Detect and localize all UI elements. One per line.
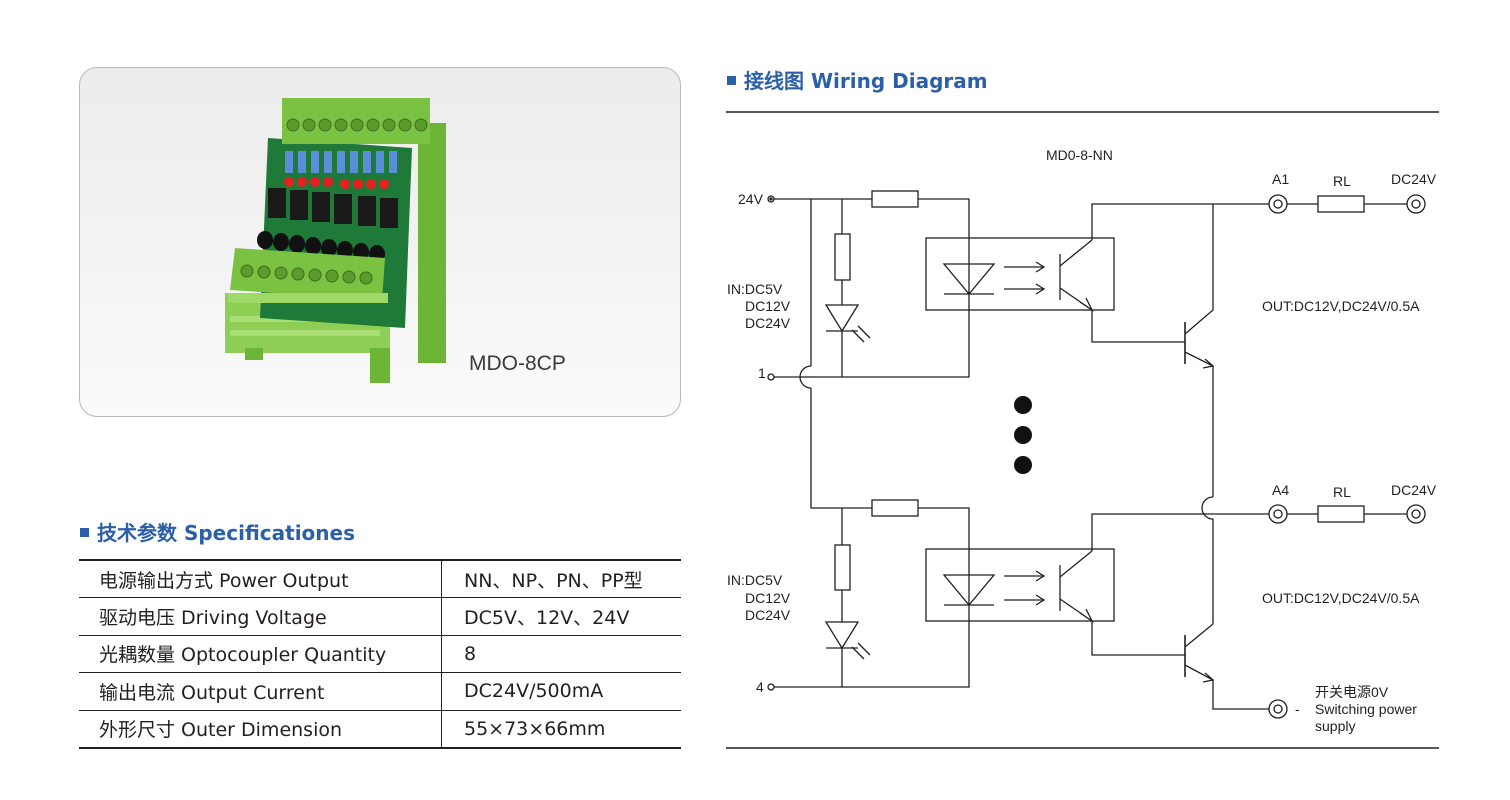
terminal-4 bbox=[767, 683, 775, 691]
ch4-output-rating: OUT:DC12V,DC24V/0.5A bbox=[1262, 590, 1420, 606]
led-row bbox=[284, 177, 389, 189]
terminal-a4 bbox=[1268, 504, 1288, 524]
ellipsis-dot bbox=[1014, 456, 1032, 474]
ch1-input-voltage-3: DC24V bbox=[745, 315, 791, 331]
ch4-load-label: RL bbox=[1333, 484, 1351, 500]
ch1-load-supply-terminal bbox=[1406, 194, 1426, 214]
table-row: 输出电流 Output Current DC24V/500mA bbox=[79, 672, 681, 711]
table-row: 光耦数量 Optocoupler Quantity 8 bbox=[79, 635, 681, 674]
ellipsis-dot bbox=[1014, 396, 1032, 414]
ground-label-en-1: Switching power bbox=[1315, 701, 1417, 717]
ch4-input-voltage-2: DC12V bbox=[745, 590, 791, 606]
optocoupler-row bbox=[268, 188, 398, 228]
input-supply-label: 24V bbox=[738, 191, 764, 207]
ch4-load bbox=[1317, 505, 1365, 523]
ch1-input-voltage-1: IN:DC5V bbox=[727, 281, 783, 297]
ch1-load-label: RL bbox=[1333, 173, 1351, 189]
param-value: 8 bbox=[441, 635, 681, 674]
ch4-input-terminal: 4 bbox=[756, 679, 764, 695]
terminal-1 bbox=[767, 373, 775, 381]
ground-sign: - bbox=[1295, 701, 1300, 717]
ground-label-en-2: supply bbox=[1315, 718, 1355, 734]
param-value: 55×73×66mm bbox=[441, 710, 681, 749]
ch4-input-voltage-3: DC24V bbox=[745, 607, 791, 623]
specifications-table: 电源输出方式 Power Output NN、NP、PN、PP型 驱动电压 Dr… bbox=[79, 559, 681, 749]
specifications-heading: 技术参数 Specificationes bbox=[80, 517, 355, 546]
table-row: 驱动电压 Driving Voltage DC5V、12V、24V bbox=[79, 597, 681, 636]
ch4-optocoupler bbox=[925, 548, 1115, 622]
param-value: DC5V、12V、24V bbox=[441, 597, 681, 636]
ch1-load bbox=[1317, 195, 1365, 213]
param-value: DC24V/500mA bbox=[441, 672, 681, 711]
ground-label-cn: 开关电源0V bbox=[1315, 684, 1389, 700]
resistor-row bbox=[285, 151, 397, 173]
wiring-heading: 接线图 Wiring Diagram bbox=[727, 65, 988, 94]
din-rail-clip bbox=[418, 123, 446, 363]
ch4-resistor bbox=[871, 499, 919, 517]
ch4-output-terminal: A4 bbox=[1272, 482, 1289, 498]
ch1-supply-wire bbox=[774, 198, 970, 378]
heading-bullet bbox=[80, 528, 89, 537]
param-name: 电源输出方式 Power Output bbox=[79, 559, 442, 599]
diagram-title: MD0-8-NN bbox=[1046, 147, 1113, 163]
ch4-load-supply: DC24V bbox=[1391, 482, 1437, 498]
ch1-optocoupler bbox=[925, 237, 1115, 311]
product-model-label: MDO-8CP bbox=[469, 352, 566, 375]
wiring-heading-text: 接线图 Wiring Diagram bbox=[744, 69, 988, 93]
ch4-input-voltage-1: IN:DC5V bbox=[727, 572, 783, 588]
specifications-heading-text: 技术参数 Specificationes bbox=[97, 521, 355, 545]
terminal-a1 bbox=[1268, 194, 1288, 214]
heading-bullet bbox=[727, 76, 736, 85]
param-name: 驱动电压 Driving Voltage bbox=[79, 597, 442, 636]
ch1-input-voltage-2: DC12V bbox=[745, 298, 791, 314]
ch1-output-terminal: A1 bbox=[1272, 171, 1289, 187]
ch1-output-rating: OUT:DC12V,DC24V/0.5A bbox=[1262, 298, 1420, 314]
table-row: 电源输出方式 Power Output NN、NP、PN、PP型 bbox=[79, 559, 681, 599]
param-name: 输出电流 Output Current bbox=[79, 672, 442, 711]
param-name: 光耦数量 Optocoupler Quantity bbox=[79, 635, 442, 674]
param-name: 外形尺寸 Outer Dimension bbox=[79, 710, 442, 749]
product-image bbox=[225, 98, 446, 383]
terminal-0v bbox=[1268, 699, 1288, 719]
ch1-resistor bbox=[871, 190, 919, 208]
param-value: NN、NP、PN、PP型 bbox=[441, 559, 681, 599]
terminal-block-bottom bbox=[230, 248, 385, 300]
product-photo-panel: MDO-8CP bbox=[79, 67, 681, 417]
ch1-load-supply: DC24V bbox=[1391, 171, 1437, 187]
ch1-input-terminal: 1 bbox=[758, 365, 766, 381]
ch4-load-supply-terminal bbox=[1406, 504, 1426, 524]
table-row: 外形尺寸 Outer Dimension 55×73×66mm bbox=[79, 710, 681, 749]
ellipsis-dot bbox=[1014, 426, 1032, 444]
